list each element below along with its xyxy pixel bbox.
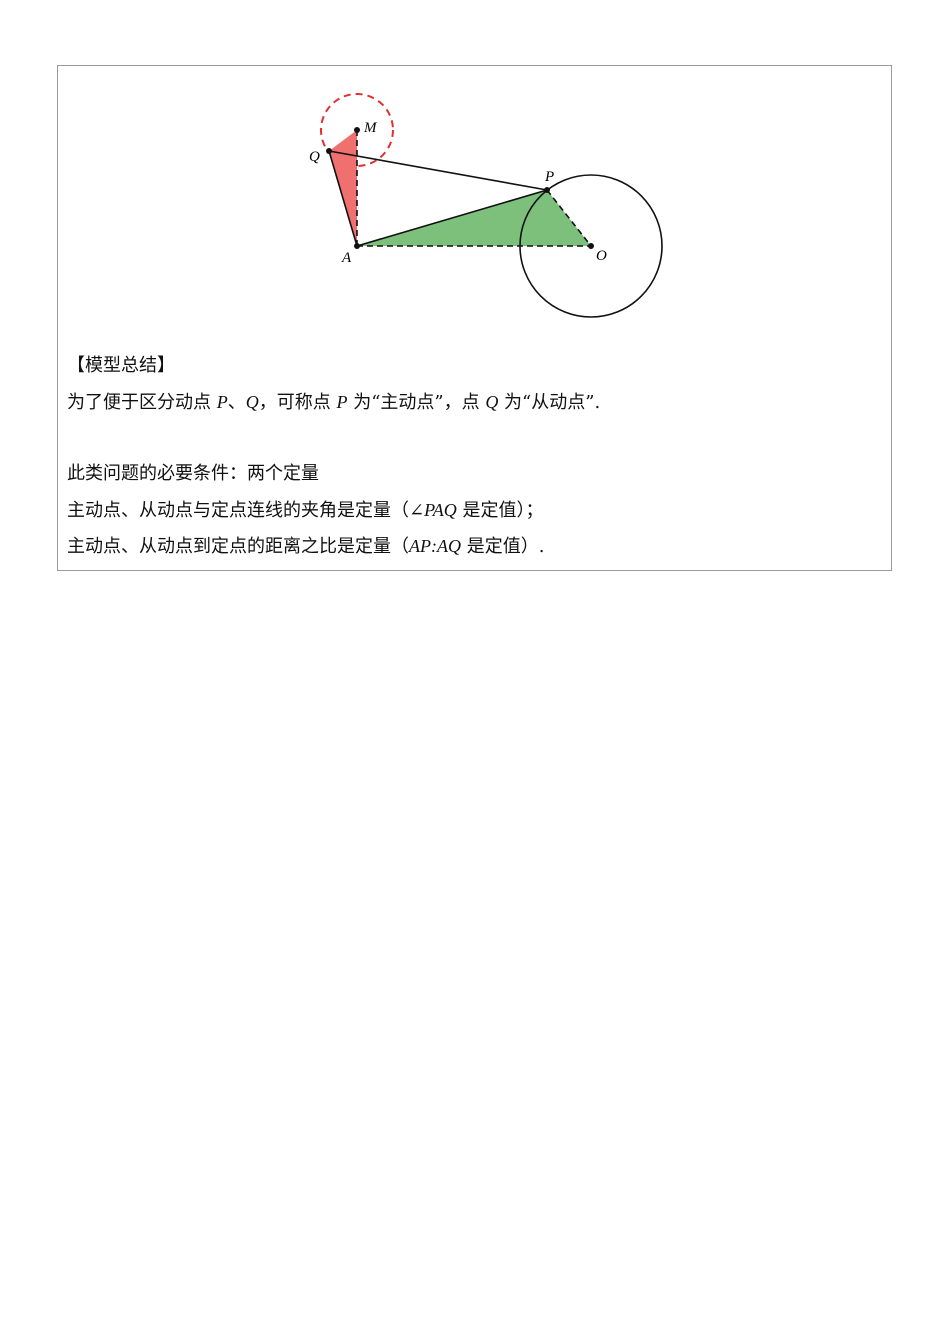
point-P <box>544 187 550 193</box>
line4-part2: 是定值）. <box>460 536 545 557</box>
label-A: A <box>341 250 352 266</box>
segment-QA <box>328 150 358 247</box>
line1-part1: 为了便于区分动点 <box>67 392 217 413</box>
line1-part2: ，可称点 <box>258 392 337 413</box>
section-title: 【模型总结】 <box>67 355 175 376</box>
point-Q <box>326 148 332 154</box>
green-triangle <box>357 190 591 246</box>
ratio-condition-line: 主动点、从动点到定点的距离之比是定量（AP:AQ 是定值）. <box>67 535 544 558</box>
label-P: P <box>544 169 554 185</box>
line4-part1: 主动点、从动点到定点的距离之比是定量（ <box>67 536 409 557</box>
point-M <box>354 127 360 133</box>
red-triangle <box>329 130 357 246</box>
point-A <box>354 243 360 249</box>
angle-condition-line: 主动点、从动点与定点连线的夹角是定量（∠PAQ 是定值）； <box>67 499 544 522</box>
segment-AP <box>356 189 548 247</box>
segment-PO <box>546 189 592 247</box>
line3-part2: 是定值）； <box>456 500 544 521</box>
line1-sep1: 、 <box>227 392 246 413</box>
label-M: M <box>363 120 378 136</box>
definition-line: 为了便于区分动点 P、Q，可称点 P 为“主动点”，点 Q 为“从动点”. <box>67 391 600 414</box>
line1-P: P <box>216 392 228 412</box>
line3-angle: PAQ <box>424 500 457 520</box>
line1-part4: 为“从动点”. <box>498 392 601 413</box>
line3-part1: 主动点、从动点与定点连线的夹角是定量（∠ <box>67 500 425 521</box>
line1-part3: 为“主动点”，点 <box>347 392 486 413</box>
line1-P2: P <box>336 392 348 412</box>
line4-ratio: AP:AQ <box>409 536 461 556</box>
conditions-line: 此类问题的必要条件：两个定量 <box>67 463 319 484</box>
line1-Q: Q <box>245 392 259 412</box>
line1-Q2: Q <box>485 392 499 412</box>
label-O: O <box>596 248 607 264</box>
segment-QP <box>328 150 548 191</box>
content-box: M Q P A O 【模型总结】 为了便于区分动点 P、Q，可称点 P 为“主动… <box>57 65 892 571</box>
label-Q: Q <box>309 149 320 165</box>
point-O <box>588 243 594 249</box>
small-dashed-circle <box>320 93 394 167</box>
geometry-figure: M Q P A O <box>309 93 663 318</box>
